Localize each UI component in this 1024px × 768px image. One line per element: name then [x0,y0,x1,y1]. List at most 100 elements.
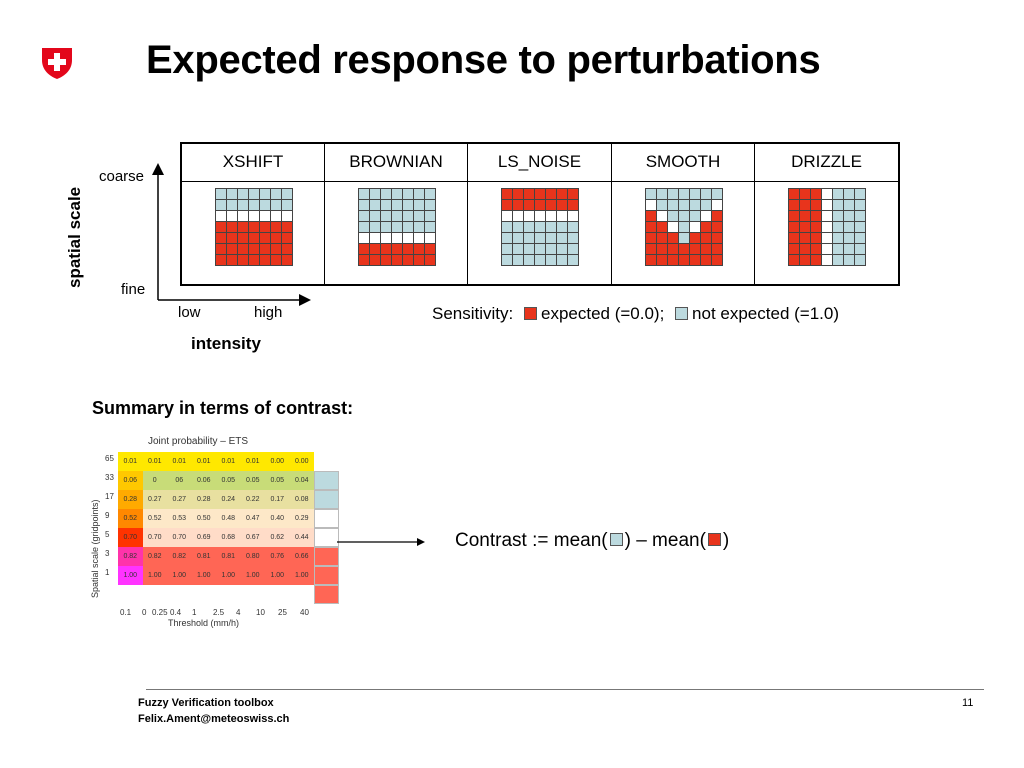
not-expected-cell [546,222,557,233]
expected-cell [513,200,524,211]
not-expected-cell [568,222,579,233]
expected-cell [811,233,822,244]
pattern-cell-drizzle [755,182,898,284]
not-expected-cell [855,200,866,211]
heatmap-cell: 0.17 [265,490,290,509]
not-expected-cell [535,255,546,266]
expected-cell [546,189,557,200]
expected-cell [568,189,579,200]
neutral-cell [822,255,833,266]
heatmap-ytick: 33 [105,473,114,482]
heatmap-cell: 0.01 [118,452,143,471]
expected-swatch [523,307,537,321]
expected-cell [668,233,679,244]
expected-cell [414,255,425,266]
expected-cell [657,222,668,233]
not-expected-cell [535,233,546,244]
expected-cell [557,189,568,200]
not-expected-cell [668,189,679,200]
neutral-cell [822,244,833,255]
ets-heatmap: Joint probability – ETS Spatial scale (g… [90,436,339,632]
expected-cell [701,244,712,255]
heatmap-cell: 1.00 [191,566,216,585]
expected-cell [535,200,546,211]
not-expected-cell [271,200,282,211]
not-expected-cell [833,200,844,211]
heatmap-cell: 0.06 [118,471,143,490]
heatmap-cell: 0.01 [240,452,265,471]
heatmap-cell: 0.52 [118,509,143,528]
expected-cell [381,255,392,266]
arrow-icon [337,538,425,546]
legend-not-expected: not expected (=1.0) [692,304,840,323]
neutral-cell [370,233,381,244]
neutral-cell [392,233,403,244]
expected-cell [238,255,249,266]
not-expected-cell [535,244,546,255]
neutral-cell [238,211,249,222]
not-expected-cell [513,244,524,255]
heatmap-ytick: 5 [105,530,110,539]
neutral-cell [822,222,833,233]
heatmap-cell: 0.00 [265,452,290,471]
expected-cell [227,255,238,266]
heatmap-ytick: 3 [105,549,110,558]
not-expected-cell [359,211,370,222]
not-expected-cell [844,233,855,244]
expected-cell [249,222,260,233]
expected-cell [712,233,723,244]
not-expected-cell [668,200,679,211]
heatmap-cell: 0.01 [167,452,192,471]
not-expected-cell [855,222,866,233]
heatmap-cell: 0.69 [191,528,216,547]
not-expected-cell [833,189,844,200]
expected-cell [646,255,657,266]
heatmap-ytick: 1 [105,568,110,577]
expected-cell [227,233,238,244]
neutral-cell [403,233,414,244]
heatmap-cell: 0.01 [142,452,167,471]
expected-cell [646,222,657,233]
x-axis-title: intensity [191,334,261,353]
heatmap-cell: 0.82 [167,547,192,566]
heatmap-cell: 1.00 [265,566,290,585]
not-expected-cell [557,244,568,255]
not-expected-cell [414,200,425,211]
heatmap-cell: 0.08 [289,490,314,509]
heatmap-extra-cell [314,509,339,528]
heatmap-cell: 0.67 [240,528,265,547]
heatmap-xtick: 0.25 [152,608,168,617]
heatmap-extra-cell [314,585,339,604]
heatmap-cell: 1.00 [289,566,314,585]
expected-cell [513,189,524,200]
not-expected-swatch [675,307,689,321]
not-expected-cell [513,222,524,233]
y-axis-title: spatial scale [65,186,84,288]
expected-cell [249,233,260,244]
not-expected-swatch-inline [609,533,623,547]
not-expected-cell [381,222,392,233]
heatmap-cell: 1.00 [167,566,192,585]
column-header-brownian: BROWNIAN [325,144,468,182]
heatmap-extra-cell [314,490,339,509]
not-expected-cell [216,200,227,211]
heatmap-cell: 0.00 [289,452,314,471]
neutral-cell [535,211,546,222]
heatmap-ylabel: Spatial scale (gridpoints) [90,499,100,598]
expected-cell [524,200,535,211]
expected-cell [811,200,822,211]
heatmap-cell: 0.05 [240,471,265,490]
not-expected-cell [359,189,370,200]
not-expected-cell [844,255,855,266]
expected-cell [502,189,513,200]
expected-cell [260,255,271,266]
not-expected-cell [282,189,293,200]
not-expected-cell [502,255,513,266]
not-expected-cell [557,255,568,266]
neutral-cell [646,200,657,211]
contrast-formula: Contrast := mean() – mean() [455,530,729,552]
not-expected-cell [690,189,701,200]
heatmap-xtick: 0.4 [170,608,182,617]
not-expected-cell [833,233,844,244]
heatmap-cell: 0 [142,471,167,490]
